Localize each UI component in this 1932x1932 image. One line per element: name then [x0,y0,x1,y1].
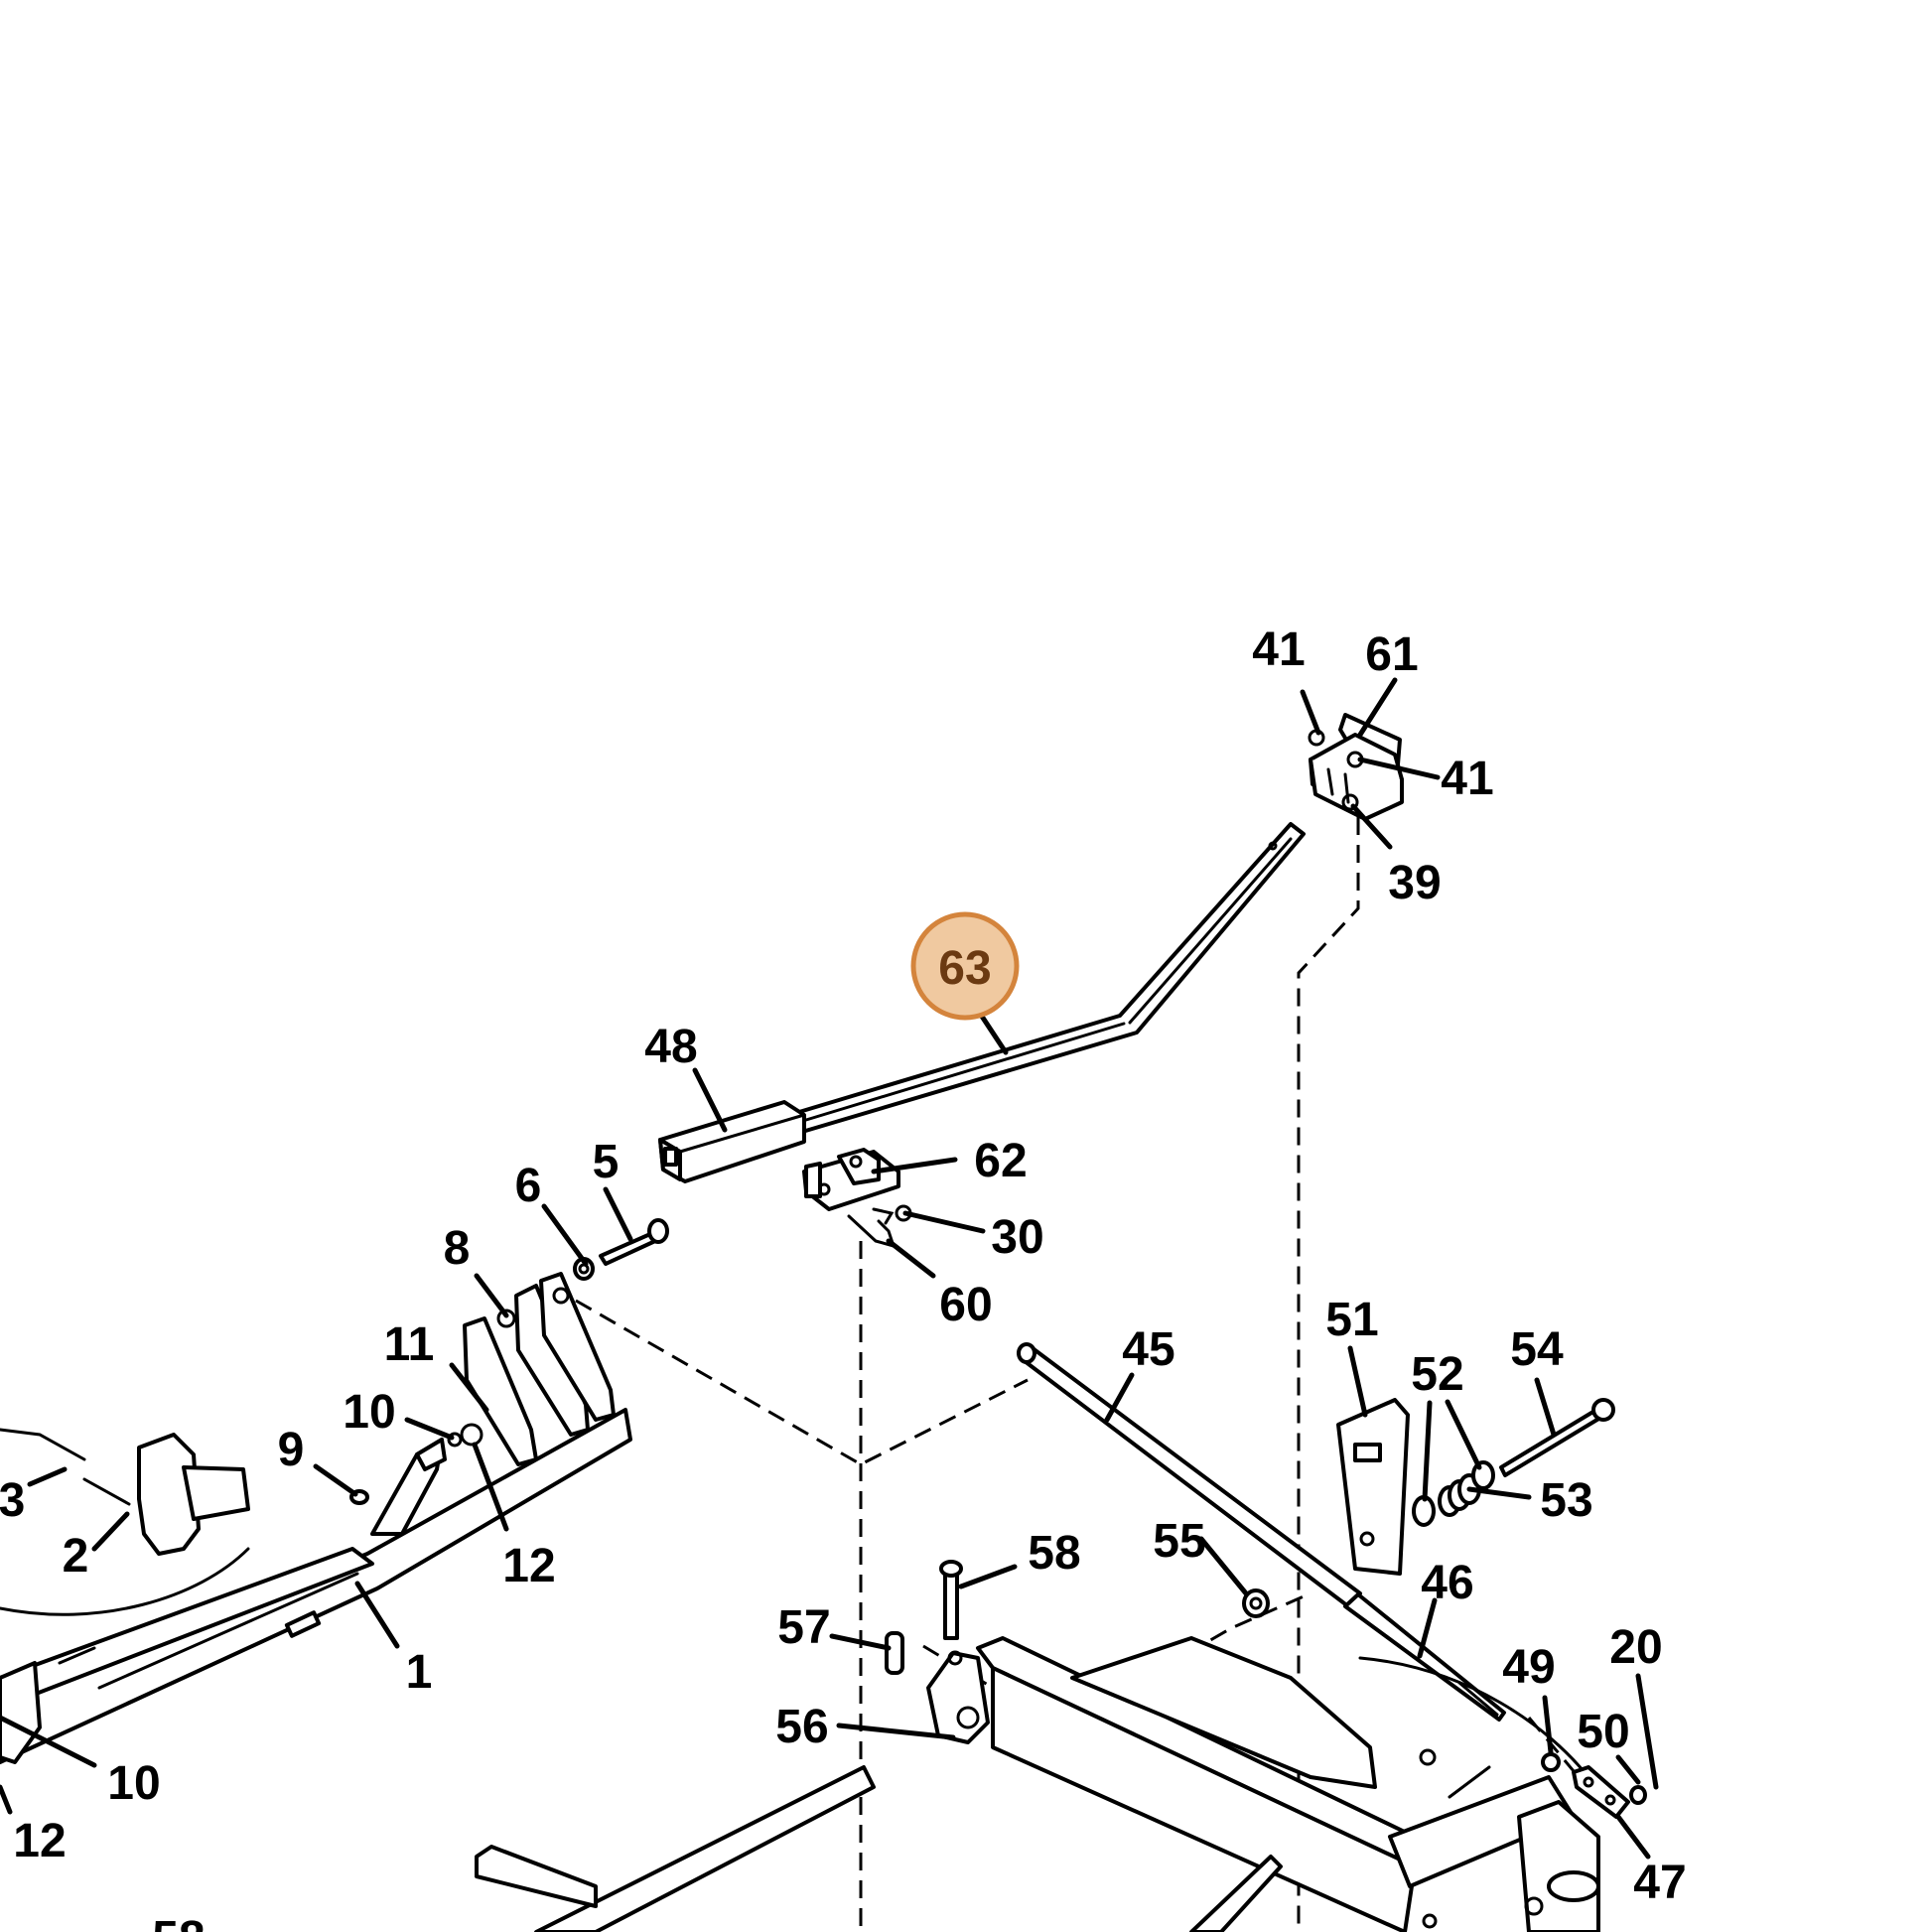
callout-53: 53 [1540,1474,1592,1527]
part-50-nut [1629,1785,1647,1805]
part-51-plate [1336,1398,1410,1576]
callout-6: 6 [515,1160,542,1212]
part-54-bolt [1499,1398,1615,1477]
callout-61: 61 [1365,628,1418,681]
part-56-bracket [926,1650,990,1744]
callout-47: 47 [1633,1857,1686,1909]
callout-52: 52 [1411,1348,1463,1401]
callout-8: 8 [444,1222,471,1275]
callout-39: 39 [1388,857,1441,909]
callout-62: 62 [974,1135,1027,1187]
callout-30: 30 [991,1211,1043,1264]
callout-63-label: 63 [938,942,991,995]
part-55-nut [1242,1588,1270,1618]
part-left-bracket [0,1661,42,1764]
callout-labels: 41 61 41 39 48 62 30 60 6 5 8 11 10 9 3 … [0,623,1687,1932]
callout-highlight-circle [910,911,1020,1021]
part-57-pin [885,1631,904,1675]
part-5-bolt [573,1218,669,1281]
part-1-beam [0,1408,632,1764]
callout-55: 55 [1153,1515,1205,1568]
callout-57: 57 [777,1601,830,1654]
callout-10-lower: 10 [107,1757,160,1810]
callout-54: 54 [1510,1323,1564,1376]
highlighted-callout-63[interactable]: 63 [910,911,1020,1021]
callout-41-right: 41 [1441,753,1493,805]
callout-3: 3 [0,1474,25,1527]
part-47-plate [1572,1765,1630,1819]
part-49-nut [1541,1752,1561,1772]
callout-60: 60 [939,1279,992,1331]
callout-41-top: 41 [1252,623,1305,676]
callout-9: 9 [278,1424,305,1476]
callout-46: 46 [1421,1557,1473,1609]
callout-45: 45 [1122,1323,1174,1376]
callout-56: 56 [775,1701,828,1753]
part-main-frame [475,1636,1600,1932]
callout-5: 5 [593,1136,620,1188]
part-9-clevis [349,1438,447,1536]
part-48-sleeve [658,1100,806,1183]
part-58-pin [939,1560,963,1640]
part-63-tube [797,822,1306,1134]
callout-48: 48 [644,1021,697,1073]
callout-11: 11 [384,1318,435,1371]
callout-2: 2 [63,1530,89,1583]
part-46-threaded-rod [1343,1592,1506,1722]
callout-1: 1 [406,1646,433,1699]
callout-58-upper: 58 [1028,1527,1080,1580]
part-2-hitch [0,1428,250,1665]
callout-50: 50 [1577,1706,1629,1758]
callout-12-lower: 12 [13,1815,66,1867]
part-62-bracket [802,1148,900,1211]
part-60-hook [847,1204,912,1249]
part-45-rod [1017,1342,1362,1608]
callout-10-upper: 10 [343,1386,395,1439]
callout-20: 20 [1609,1621,1662,1674]
callout-51: 51 [1325,1294,1378,1346]
callout-49: 49 [1502,1641,1555,1694]
part-61-mount [1308,713,1404,821]
callout-58-lower: 58 [152,1912,205,1932]
callout-12-upper: 12 [502,1540,555,1592]
